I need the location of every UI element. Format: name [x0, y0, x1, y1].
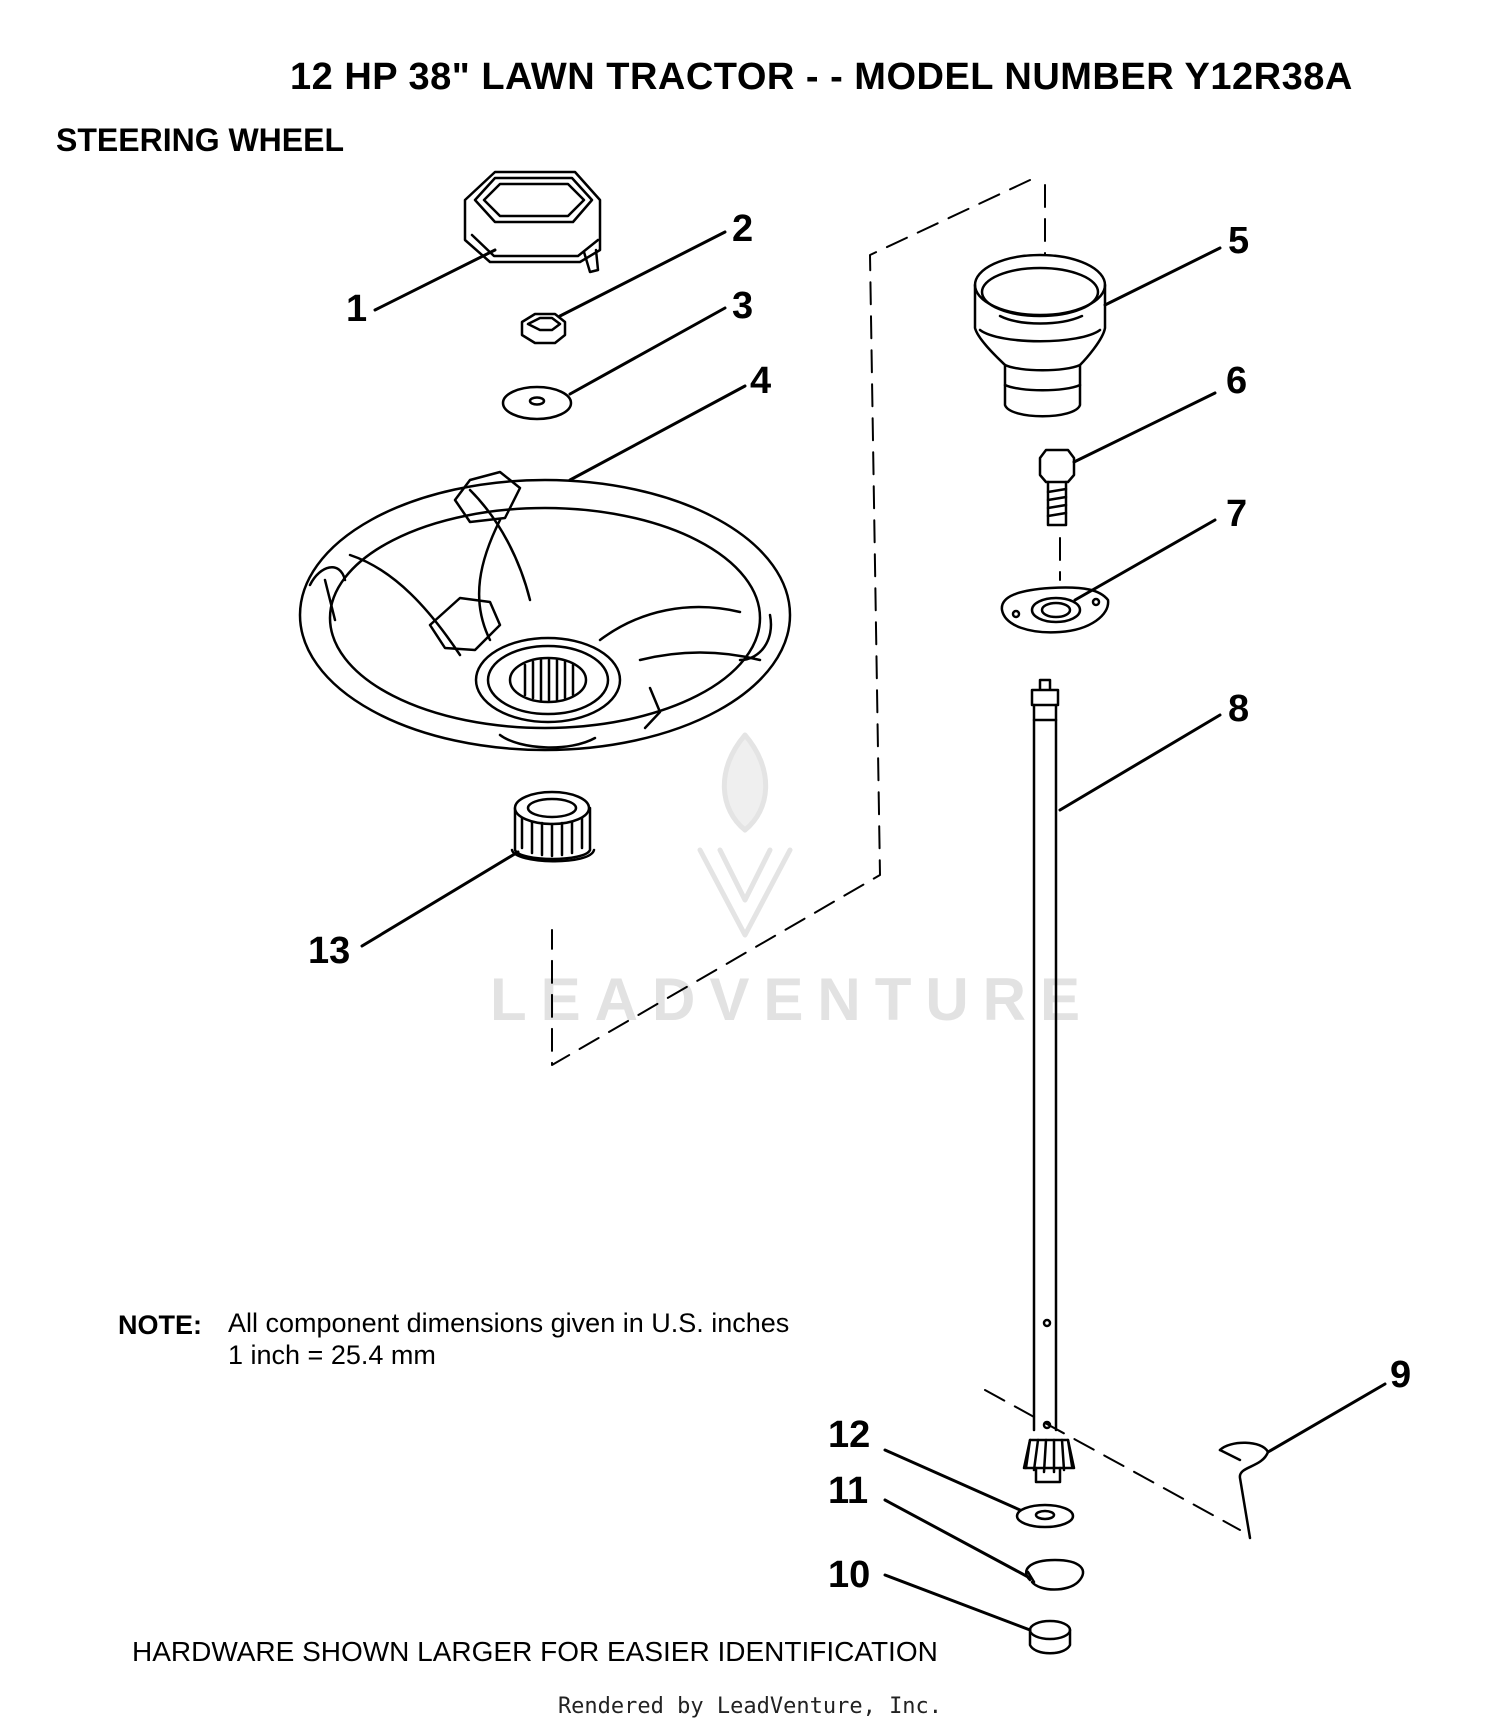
callout-11: 11	[828, 1470, 869, 1512]
part-10-cap	[1028, 1619, 1072, 1655]
part-13-adapter	[510, 790, 596, 863]
callout-8: 8	[1228, 688, 1250, 730]
callout-5: 5	[1228, 220, 1250, 262]
callout-10: 10	[828, 1554, 871, 1596]
watermark: LEADVENTURE	[490, 966, 1095, 1033]
part-3-washer	[501, 385, 573, 421]
part-2-nut	[520, 312, 567, 345]
footer-credit: Rendered by LeadVenture, Inc.	[557, 1694, 943, 1719]
callout-6: 6	[1226, 360, 1248, 402]
part-5-bezel	[973, 253, 1107, 418]
part-6-bolt	[1038, 448, 1076, 527]
page-title: 12 HP 38" LAWN TRACTOR - - MODEL NUMBER …	[290, 56, 1353, 98]
part-4-steering-wheel	[298, 470, 792, 752]
callout-4: 4	[750, 360, 772, 402]
part-9-pinion	[1022, 1438, 1076, 1484]
callout-2: 2	[732, 208, 754, 250]
assembly-lines	[551, 179, 1241, 1531]
callout-1: 1	[346, 288, 368, 330]
leader-lines	[360, 230, 1387, 1632]
note-line-2: 1 inch = 25.4 mm	[228, 1340, 436, 1370]
note-label: NOTE:	[118, 1310, 202, 1340]
section-title: STEERING WHEEL	[56, 122, 345, 158]
note-line-1: All component dimensions given in U.S. i…	[228, 1308, 790, 1338]
callout-13: 13	[308, 930, 351, 972]
callout-9: 9	[1390, 1354, 1412, 1396]
part-1-cap	[463, 170, 602, 274]
hardware-note: HARDWARE SHOWN LARGER FOR EASIER IDENTIF…	[132, 1636, 938, 1667]
callout-7: 7	[1226, 493, 1248, 535]
part-11-ring	[1024, 1558, 1085, 1591]
callout-12: 12	[828, 1414, 871, 1456]
part-7-flange	[1000, 586, 1110, 634]
callout-3: 3	[732, 285, 754, 327]
part-8-shaft	[1030, 678, 1060, 1432]
part-12-washer	[1015, 1503, 1075, 1529]
watermark-logo-icon	[697, 732, 793, 938]
